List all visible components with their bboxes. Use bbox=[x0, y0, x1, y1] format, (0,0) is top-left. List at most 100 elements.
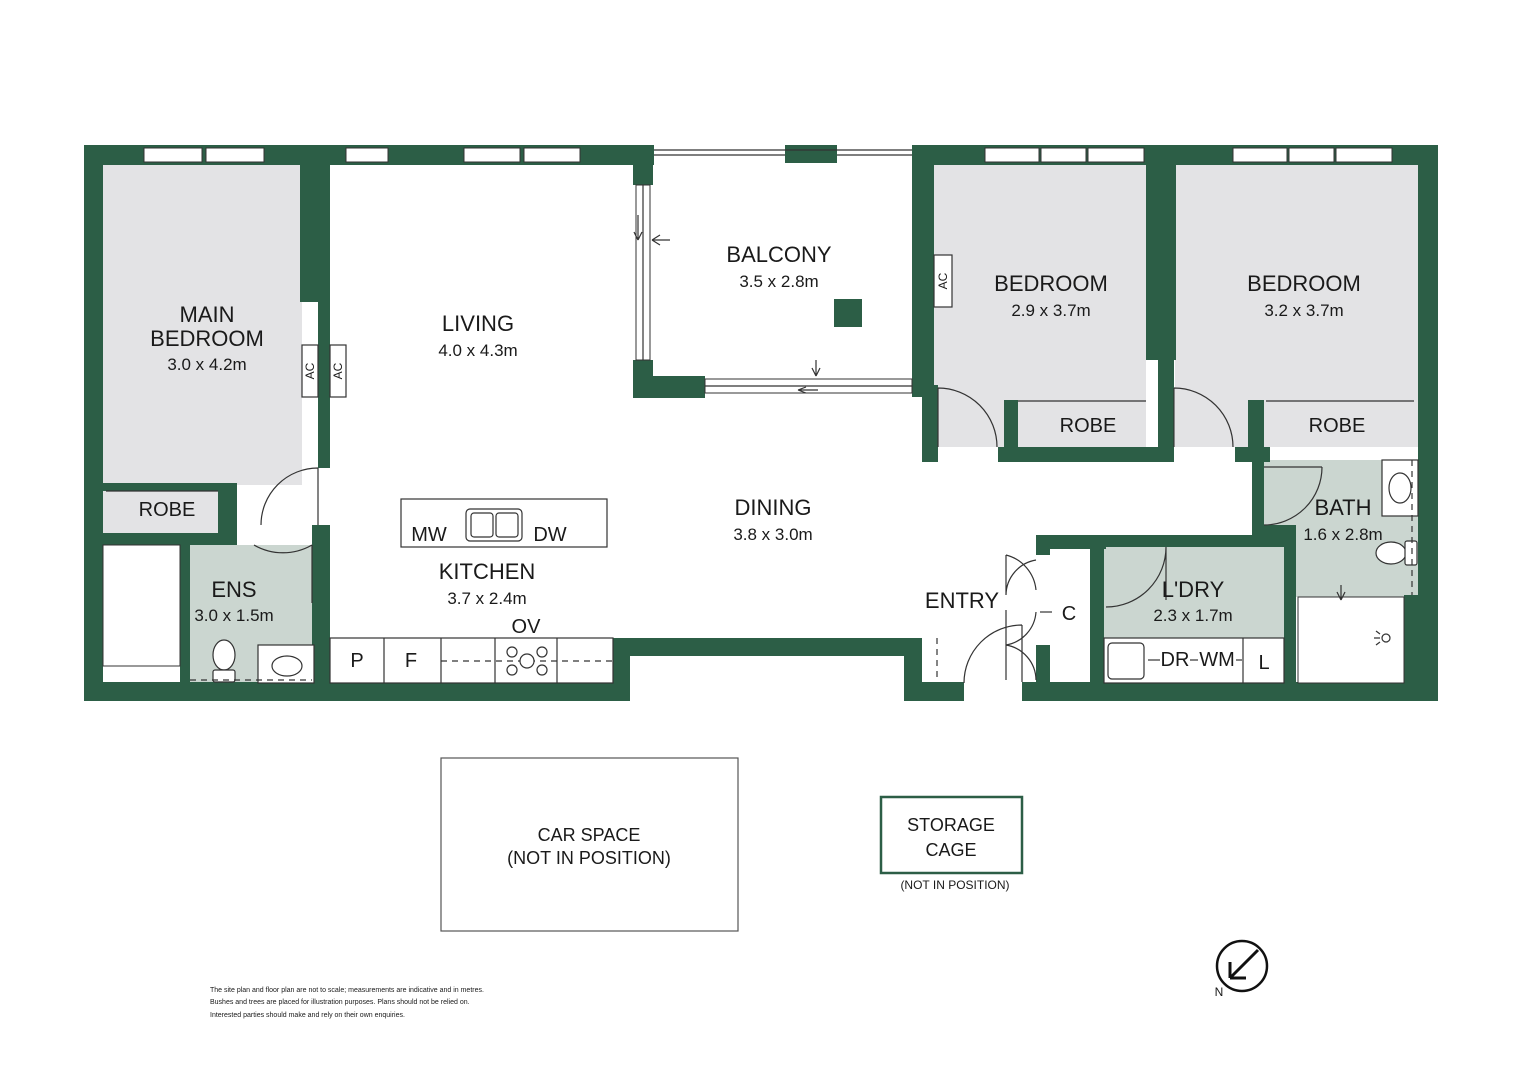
wall bbox=[300, 145, 330, 302]
pantry-label: P bbox=[350, 650, 363, 672]
wall bbox=[633, 376, 705, 398]
bedroom-2-size: 2.9 x 3.7m bbox=[1011, 301, 1090, 320]
toilet-icon bbox=[212, 639, 236, 683]
linen-label: L bbox=[1258, 652, 1269, 674]
microwave-label: MW bbox=[411, 524, 447, 546]
dishwasher-label: DW bbox=[533, 524, 566, 546]
kitchen-size: 3.7 x 2.4m bbox=[447, 589, 526, 608]
north-label: N bbox=[1215, 985, 1224, 999]
balcony-size: 3.5 x 2.8m bbox=[739, 272, 818, 291]
wall bbox=[1252, 460, 1264, 532]
bath-size: 1.6 x 2.8m bbox=[1303, 525, 1382, 544]
window bbox=[1335, 147, 1393, 163]
window bbox=[523, 147, 581, 163]
sink-bowl bbox=[495, 512, 519, 538]
shower-head-icon bbox=[1374, 630, 1391, 646]
bedroom-3-floor bbox=[1175, 163, 1418, 447]
main-bedroom-floor bbox=[102, 163, 302, 485]
main-robe-floor bbox=[102, 490, 222, 533]
disclaimer-line-3: Interested parties should make and rely … bbox=[210, 1012, 405, 1019]
wall bbox=[84, 682, 630, 701]
window bbox=[1040, 147, 1087, 163]
north-arrow-icon bbox=[1215, 939, 1269, 993]
bedroom-2-floor bbox=[934, 163, 1146, 447]
ac-unit bbox=[301, 344, 319, 398]
door-swing bbox=[253, 544, 313, 603]
robe-label: ROBE bbox=[1309, 415, 1366, 437]
wall bbox=[102, 483, 237, 491]
wall bbox=[1036, 535, 1106, 549]
balcony-column bbox=[834, 299, 862, 327]
bath-name: BATH bbox=[1314, 495, 1371, 520]
bedroom-3-name: BEDROOM bbox=[1247, 271, 1361, 296]
ac-label: AC bbox=[331, 362, 345, 379]
car-space-label-1: CAR SPACE bbox=[538, 825, 641, 845]
main-bedroom-size: 3.0 x 4.2m bbox=[167, 355, 246, 374]
wall bbox=[612, 638, 922, 656]
storage-cage-label-2: CAGE bbox=[925, 840, 976, 860]
arrow-icon bbox=[1336, 585, 1346, 601]
storage-note: (NOT IN POSITION) bbox=[900, 878, 1009, 892]
sink-bowl bbox=[470, 512, 494, 538]
oven-label: OV bbox=[512, 616, 542, 638]
wall bbox=[102, 533, 237, 545]
wall bbox=[1284, 540, 1296, 700]
doors bbox=[253, 387, 1323, 684]
wall bbox=[1090, 535, 1104, 700]
cupboard-door bbox=[1005, 610, 1037, 681]
wall bbox=[1004, 400, 1018, 450]
window bbox=[345, 147, 389, 163]
main-bedroom-name-1: MAIN bbox=[180, 302, 235, 327]
door-swing bbox=[1173, 387, 1234, 448]
toilet-icon bbox=[1375, 540, 1418, 566]
dining-size: 3.8 x 3.0m bbox=[733, 525, 812, 544]
laundry-fixtures bbox=[1103, 637, 1285, 684]
arrow-icon bbox=[797, 386, 818, 394]
cooktop-icon bbox=[506, 646, 548, 676]
disclaimer-line-1: The site plan and floor plan are not to … bbox=[210, 987, 484, 994]
wall bbox=[1404, 595, 1420, 700]
wall bbox=[1248, 400, 1264, 462]
wall bbox=[180, 543, 190, 683]
car-space-label-2: (NOT IN POSITION) bbox=[507, 848, 671, 868]
arrow-icon bbox=[811, 360, 821, 377]
balcony-name: BALCONY bbox=[726, 242, 831, 267]
kitchen-name: KITCHEN bbox=[439, 559, 536, 584]
wall bbox=[218, 483, 237, 543]
sliding-doors bbox=[633, 184, 913, 394]
kitchen-bench bbox=[329, 637, 614, 684]
ensuite-name: ENS bbox=[211, 577, 256, 602]
arrow-icon bbox=[651, 234, 670, 246]
windows bbox=[143, 147, 1393, 163]
fridge-label: F bbox=[405, 650, 417, 672]
ensuite-shower bbox=[102, 544, 181, 667]
robe-label: ROBE bbox=[139, 499, 196, 521]
door-swing bbox=[1105, 546, 1167, 608]
laundry-size: 2.3 x 1.7m bbox=[1153, 606, 1232, 625]
labels: MAIN BEDROOM 3.0 x 4.2m LIVING 4.0 x 4.3… bbox=[139, 242, 1383, 1019]
robe-rails bbox=[106, 400, 1414, 492]
window bbox=[1288, 147, 1335, 163]
door-swing bbox=[1263, 466, 1323, 526]
bathroom-fixtures bbox=[102, 459, 1419, 684]
ensuite-size: 3.0 x 1.5m bbox=[194, 606, 273, 625]
wall bbox=[912, 145, 934, 397]
living-size: 4.0 x 4.3m bbox=[438, 341, 517, 360]
kitchen-fixtures bbox=[329, 498, 614, 684]
wall bbox=[318, 300, 330, 468]
door-swing bbox=[937, 387, 998, 448]
main-bedroom-name-2: BEDROOM bbox=[150, 326, 264, 351]
disclaimer-line-2: Bushes and trees are placed for illustra… bbox=[210, 999, 470, 1006]
window bbox=[984, 147, 1040, 163]
wall bbox=[1146, 145, 1176, 360]
car-space bbox=[440, 757, 739, 932]
wall bbox=[312, 525, 330, 683]
wall bbox=[1022, 682, 1438, 701]
door-swing bbox=[260, 467, 319, 526]
window bbox=[205, 147, 265, 163]
ac-units bbox=[301, 254, 953, 398]
bedroom-2-name: BEDROOM bbox=[994, 271, 1108, 296]
laundry-name: L'DRY bbox=[1162, 577, 1225, 602]
ac-label: AC bbox=[936, 272, 950, 289]
